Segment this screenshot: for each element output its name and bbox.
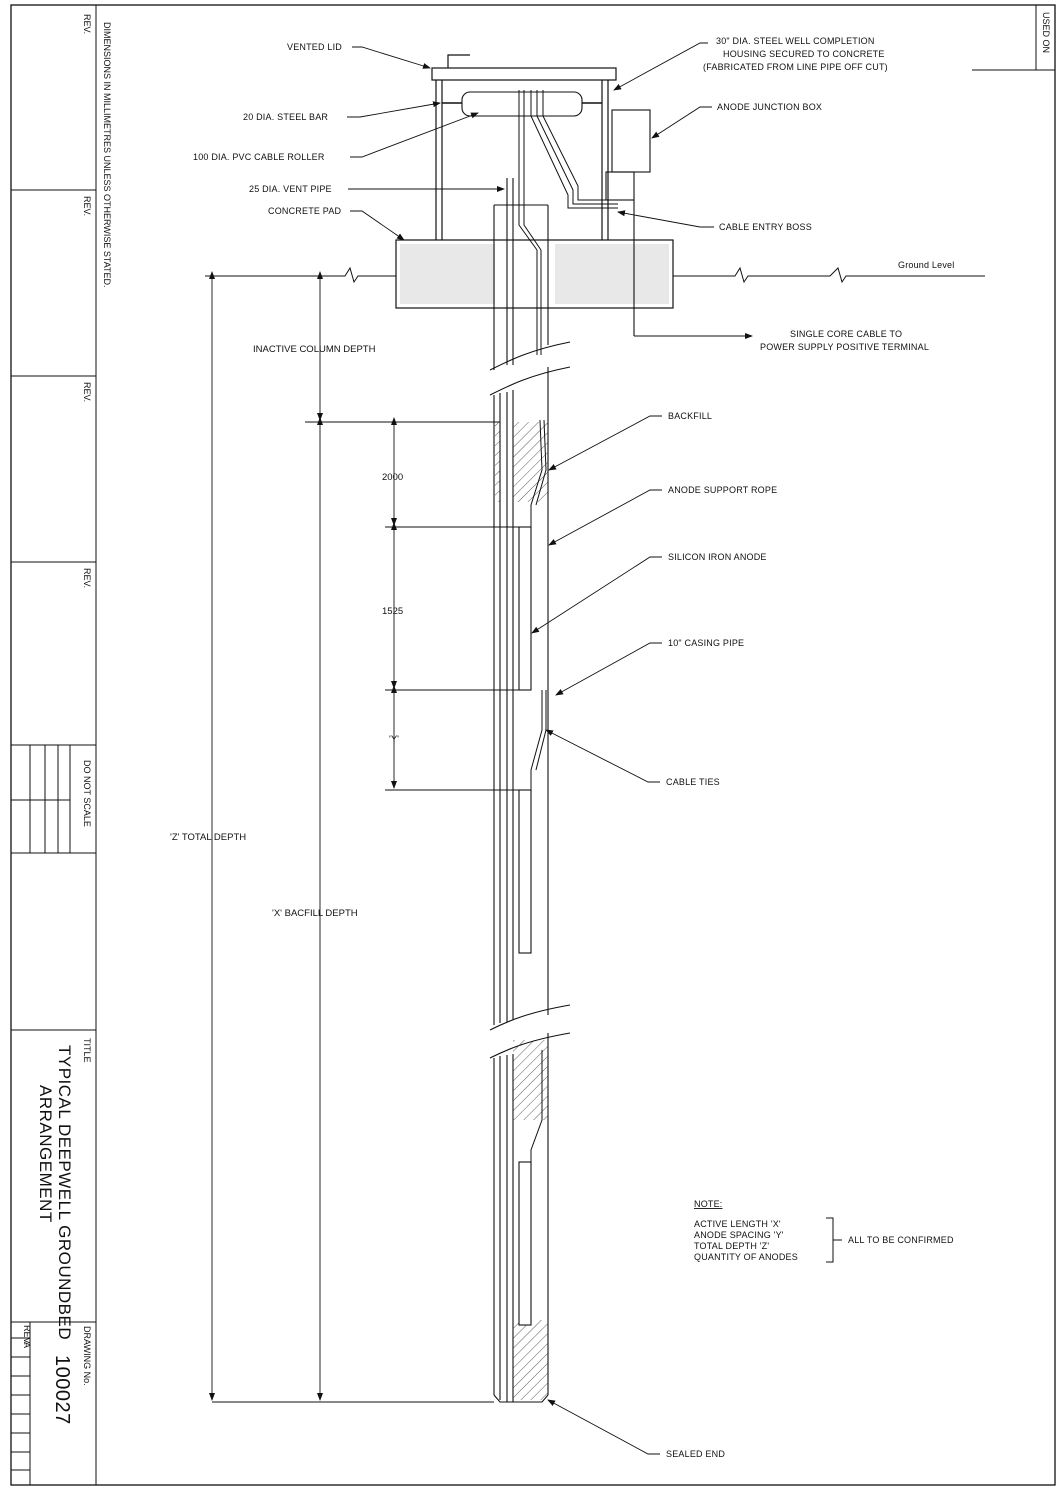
note-bracket <box>826 1217 842 1263</box>
label-backfill: BACKFILL <box>668 411 712 421</box>
dim-x-backfill: 'X' BACFILL DEPTH <box>272 908 358 919</box>
label-cable-entry: CABLE ENTRY BOSS <box>719 222 812 232</box>
label-housing-3: (FABRICATED FROM LINE PIPE OFF CUT) <box>703 62 888 72</box>
rev-label-4: REV. <box>82 568 92 588</box>
rev-label-2: REV. <box>82 196 92 216</box>
note-line-2: ANODE SPACING 'Y' <box>694 1230 784 1240</box>
label-cable-2: POWER SUPPLY POSITIVE TERMINAL <box>760 342 929 352</box>
rev-label-1: REV. <box>82 14 92 34</box>
drawing-no: 100027 <box>51 1355 73 1425</box>
label-pvc-roller: 100 DIA. PVC CABLE ROLLER <box>193 152 325 162</box>
used-on-label: USED ON <box>1041 12 1051 53</box>
note-heading: NOTE: <box>694 1199 723 1209</box>
label-housing-1: 30" DIA. STEEL WELL COMPLETION <box>716 36 875 46</box>
title-line-2: ARRANGEMENT <box>36 1085 55 1223</box>
support-rope <box>530 250 547 1162</box>
anode-cables <box>518 90 618 251</box>
label-steel-bar: 20 DIA. STEEL BAR <box>243 112 328 122</box>
label-cable-1: SINGLE CORE CABLE TO <box>790 329 902 339</box>
ground-level-label: Ground Level <box>898 260 954 270</box>
label-silicon-anode: SILICON IRON ANODE <box>668 552 767 562</box>
anodes <box>518 526 532 1326</box>
dimensions-note: DIMENSIONS IN MILLIMETRES UNLESS OTHERWI… <box>102 22 112 288</box>
title-label: TITLE <box>82 1038 92 1063</box>
note-line-4: QUANTITY OF ANODES <box>694 1252 798 1262</box>
dim-z-total: 'Z' TOTAL DEPTH <box>170 832 246 843</box>
label-support-rope: ANODE SUPPORT ROPE <box>668 485 777 495</box>
label-vent-pipe: 25 DIA. VENT PIPE <box>249 184 332 194</box>
label-cable-ties: CABLE TIES <box>666 777 720 787</box>
rev-value: A <box>22 1342 32 1348</box>
title-line-1: TYPICAL DEEPWELL GROUNDBED <box>55 1045 74 1340</box>
junction-box <box>605 109 651 336</box>
note-line-1: ACTIVE LENGTH 'X' <box>694 1219 781 1229</box>
dim-1525: 1525 <box>382 606 403 617</box>
label-casing-pipe: 10" CASING PIPE <box>668 638 744 648</box>
dim-y: 'Y' <box>389 734 399 745</box>
concrete-pad <box>395 239 674 309</box>
rev-label-3: REV. <box>82 382 92 402</box>
used-on-box <box>972 5 1055 71</box>
rev-label-5: REV. <box>22 1325 32 1345</box>
label-housing-2: HOUSING SECURED TO CONCRETE <box>723 49 885 59</box>
dim-inactive-column: INACTIVE COLUMN DEPTH <box>253 344 376 355</box>
leader-lines <box>347 42 714 1455</box>
label-sealed-end: SEALED END <box>666 1449 725 1459</box>
label-junction-box: ANODE JUNCTION BOX <box>717 102 822 112</box>
dim-2000: 2000 <box>382 472 403 483</box>
label-vented-lid: VENTED LID <box>287 42 342 52</box>
sheet-border <box>10 4 1056 1486</box>
note-confirm: ALL TO BE CONFIRMED <box>848 1235 954 1245</box>
label-concrete-pad: CONCRETE PAD <box>268 206 342 216</box>
title-block <box>11 5 97 1485</box>
dimension-lines <box>209 271 519 1403</box>
cable-roller <box>442 91 602 117</box>
do-not-scale: DO NOT SCALE <box>82 760 92 827</box>
note-line-3: TOTAL DEPTH 'Z' <box>694 1241 769 1251</box>
drawing-no-label: DRAWING No. <box>82 1326 92 1386</box>
